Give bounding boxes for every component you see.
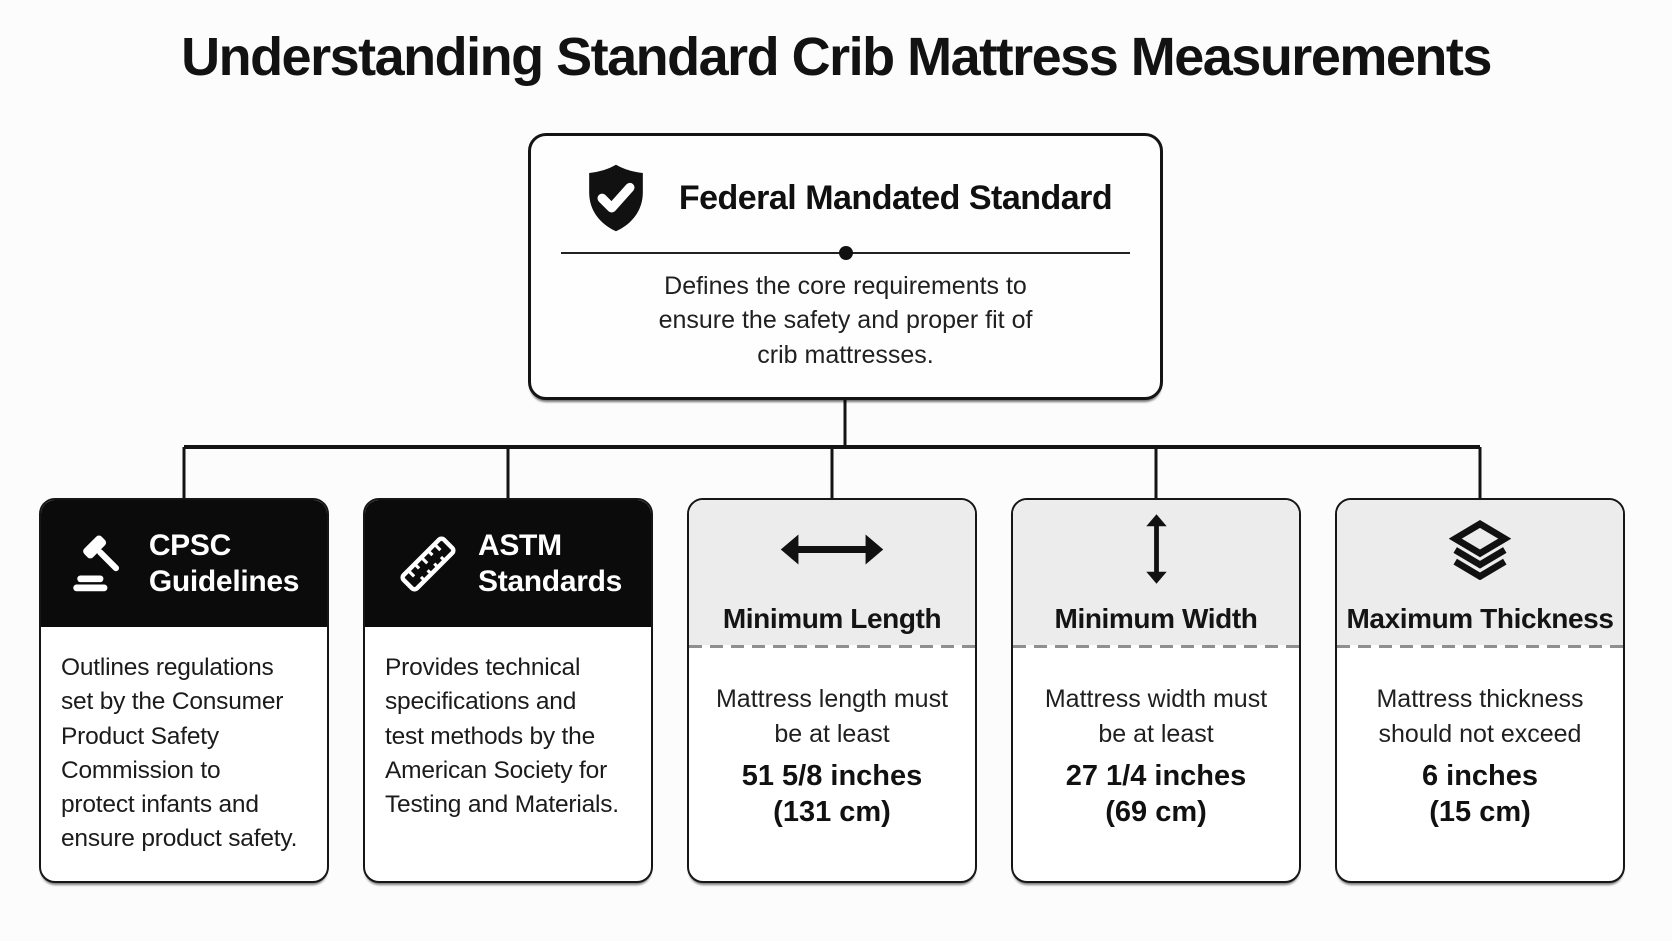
card-header: CPSC Guidelines xyxy=(41,500,327,627)
arrow-vertical-icon xyxy=(1137,510,1176,588)
card-title: Minimum Length xyxy=(722,603,942,634)
measurement-value: 6 inches xyxy=(1421,760,1539,792)
card-description: Mattress thickness should not exceed xyxy=(1376,685,1584,748)
card-minimum-width: Minimum Width Mattress width must be at … xyxy=(1011,498,1301,883)
layers-icon xyxy=(1449,510,1511,588)
card-minimum-length: Minimum Length Mattress length must be a… xyxy=(687,498,977,883)
measurement-value: 27 1/4 inches xyxy=(1065,760,1247,792)
root-node-divider xyxy=(561,246,1130,260)
card-maximum-thickness: Maximum Thickness Mattress thickness sho… xyxy=(1335,498,1625,883)
card-title: CPSC Guidelines xyxy=(148,528,300,598)
root-node-description: Defines the core requirements to ensure … xyxy=(658,272,1033,369)
card-title: ASTM Standards xyxy=(477,528,622,598)
card-header: ASTM Standards xyxy=(365,500,651,627)
child-cards-row: CPSC Guidelines Outlines regulations set… xyxy=(39,498,1625,883)
dashed-divider xyxy=(1337,645,1623,648)
root-node-federal-standard: Federal Mandated Standard Defines the co… xyxy=(528,133,1163,400)
dashed-divider xyxy=(689,645,975,648)
card-header: Maximum Thickness xyxy=(1337,500,1623,645)
card-header: Minimum Length xyxy=(689,500,975,645)
shield-check-icon xyxy=(579,161,653,235)
ruler-icon xyxy=(394,530,462,598)
card-astm-standards: ASTM Standards Provides technical specif… xyxy=(363,498,653,883)
arrow-horizontal-icon xyxy=(779,510,885,588)
card-description: Mattress length must be at least xyxy=(715,685,949,748)
measurement-metric: (131 cm) xyxy=(773,796,891,828)
card-description: Provides technical specifications and te… xyxy=(385,654,619,819)
card-description: Outlines regulations set by the Consumer… xyxy=(61,654,298,853)
measurement-value: 51 5/8 inches xyxy=(741,760,923,792)
dashed-divider xyxy=(1013,645,1299,648)
card-title: Maximum Thickness xyxy=(1346,603,1614,634)
card-cpsc-guidelines: CPSC Guidelines Outlines regulations set… xyxy=(39,498,329,883)
card-header: Minimum Width xyxy=(1013,500,1299,645)
measurement-metric: (69 cm) xyxy=(1105,796,1207,828)
divider-dot xyxy=(838,246,853,260)
root-node-title: Federal Mandated Standard xyxy=(678,178,1113,217)
root-node-header: Federal Mandated Standard xyxy=(531,154,1160,242)
measurement-metric: (15 cm) xyxy=(1429,796,1531,828)
card-description: Mattress width must be at least xyxy=(1044,685,1268,748)
gavel-icon xyxy=(69,532,133,596)
card-title: Minimum Width xyxy=(1054,603,1258,634)
page-title: Understanding Standard Crib Mattress Mea… xyxy=(181,27,1492,87)
